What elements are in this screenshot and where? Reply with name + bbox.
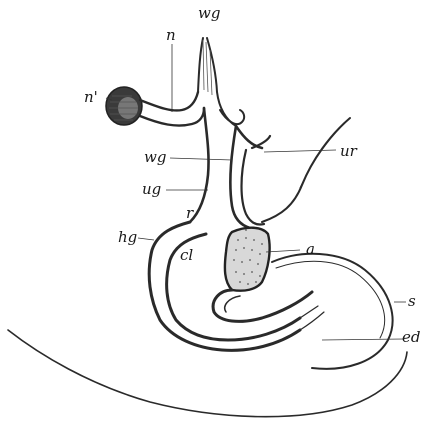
leader-ur: [264, 150, 336, 152]
leader-ed: [322, 339, 404, 340]
label-n-prime: n': [84, 90, 98, 105]
serosa-curve: [272, 254, 393, 369]
ectoderm-line-2: [300, 312, 324, 330]
urogenital-inner-right: [242, 150, 265, 225]
ectoderm-line-1: [300, 306, 318, 318]
leader-wg-mid: [170, 158, 232, 160]
label-ed: ed: [402, 330, 420, 345]
anal-plug: [225, 228, 270, 291]
proctodaeum-hook: [213, 290, 312, 321]
proctodaeum-hook-inner: [225, 296, 240, 312]
allantois-wall-right: [262, 118, 350, 222]
leader-a: [266, 250, 300, 252]
wolffian-duct-left-wall: [198, 38, 203, 92]
label-r: r: [186, 206, 193, 221]
leader-hg: [138, 238, 154, 240]
label-s: s: [408, 294, 416, 309]
label-hg: hg: [118, 230, 137, 245]
label-ur: ur: [340, 144, 357, 159]
label-wg-mid: wg: [144, 150, 166, 165]
label-a: a: [306, 242, 315, 257]
label-wg-top: wg: [198, 6, 220, 21]
label-cl: cl: [180, 248, 193, 263]
label-ug: ug: [142, 182, 161, 197]
label-n: n: [166, 28, 176, 43]
neural-duct-upper: [140, 92, 198, 111]
outer-membrane-arc: [8, 330, 407, 417]
urachus-cap: [252, 136, 270, 148]
